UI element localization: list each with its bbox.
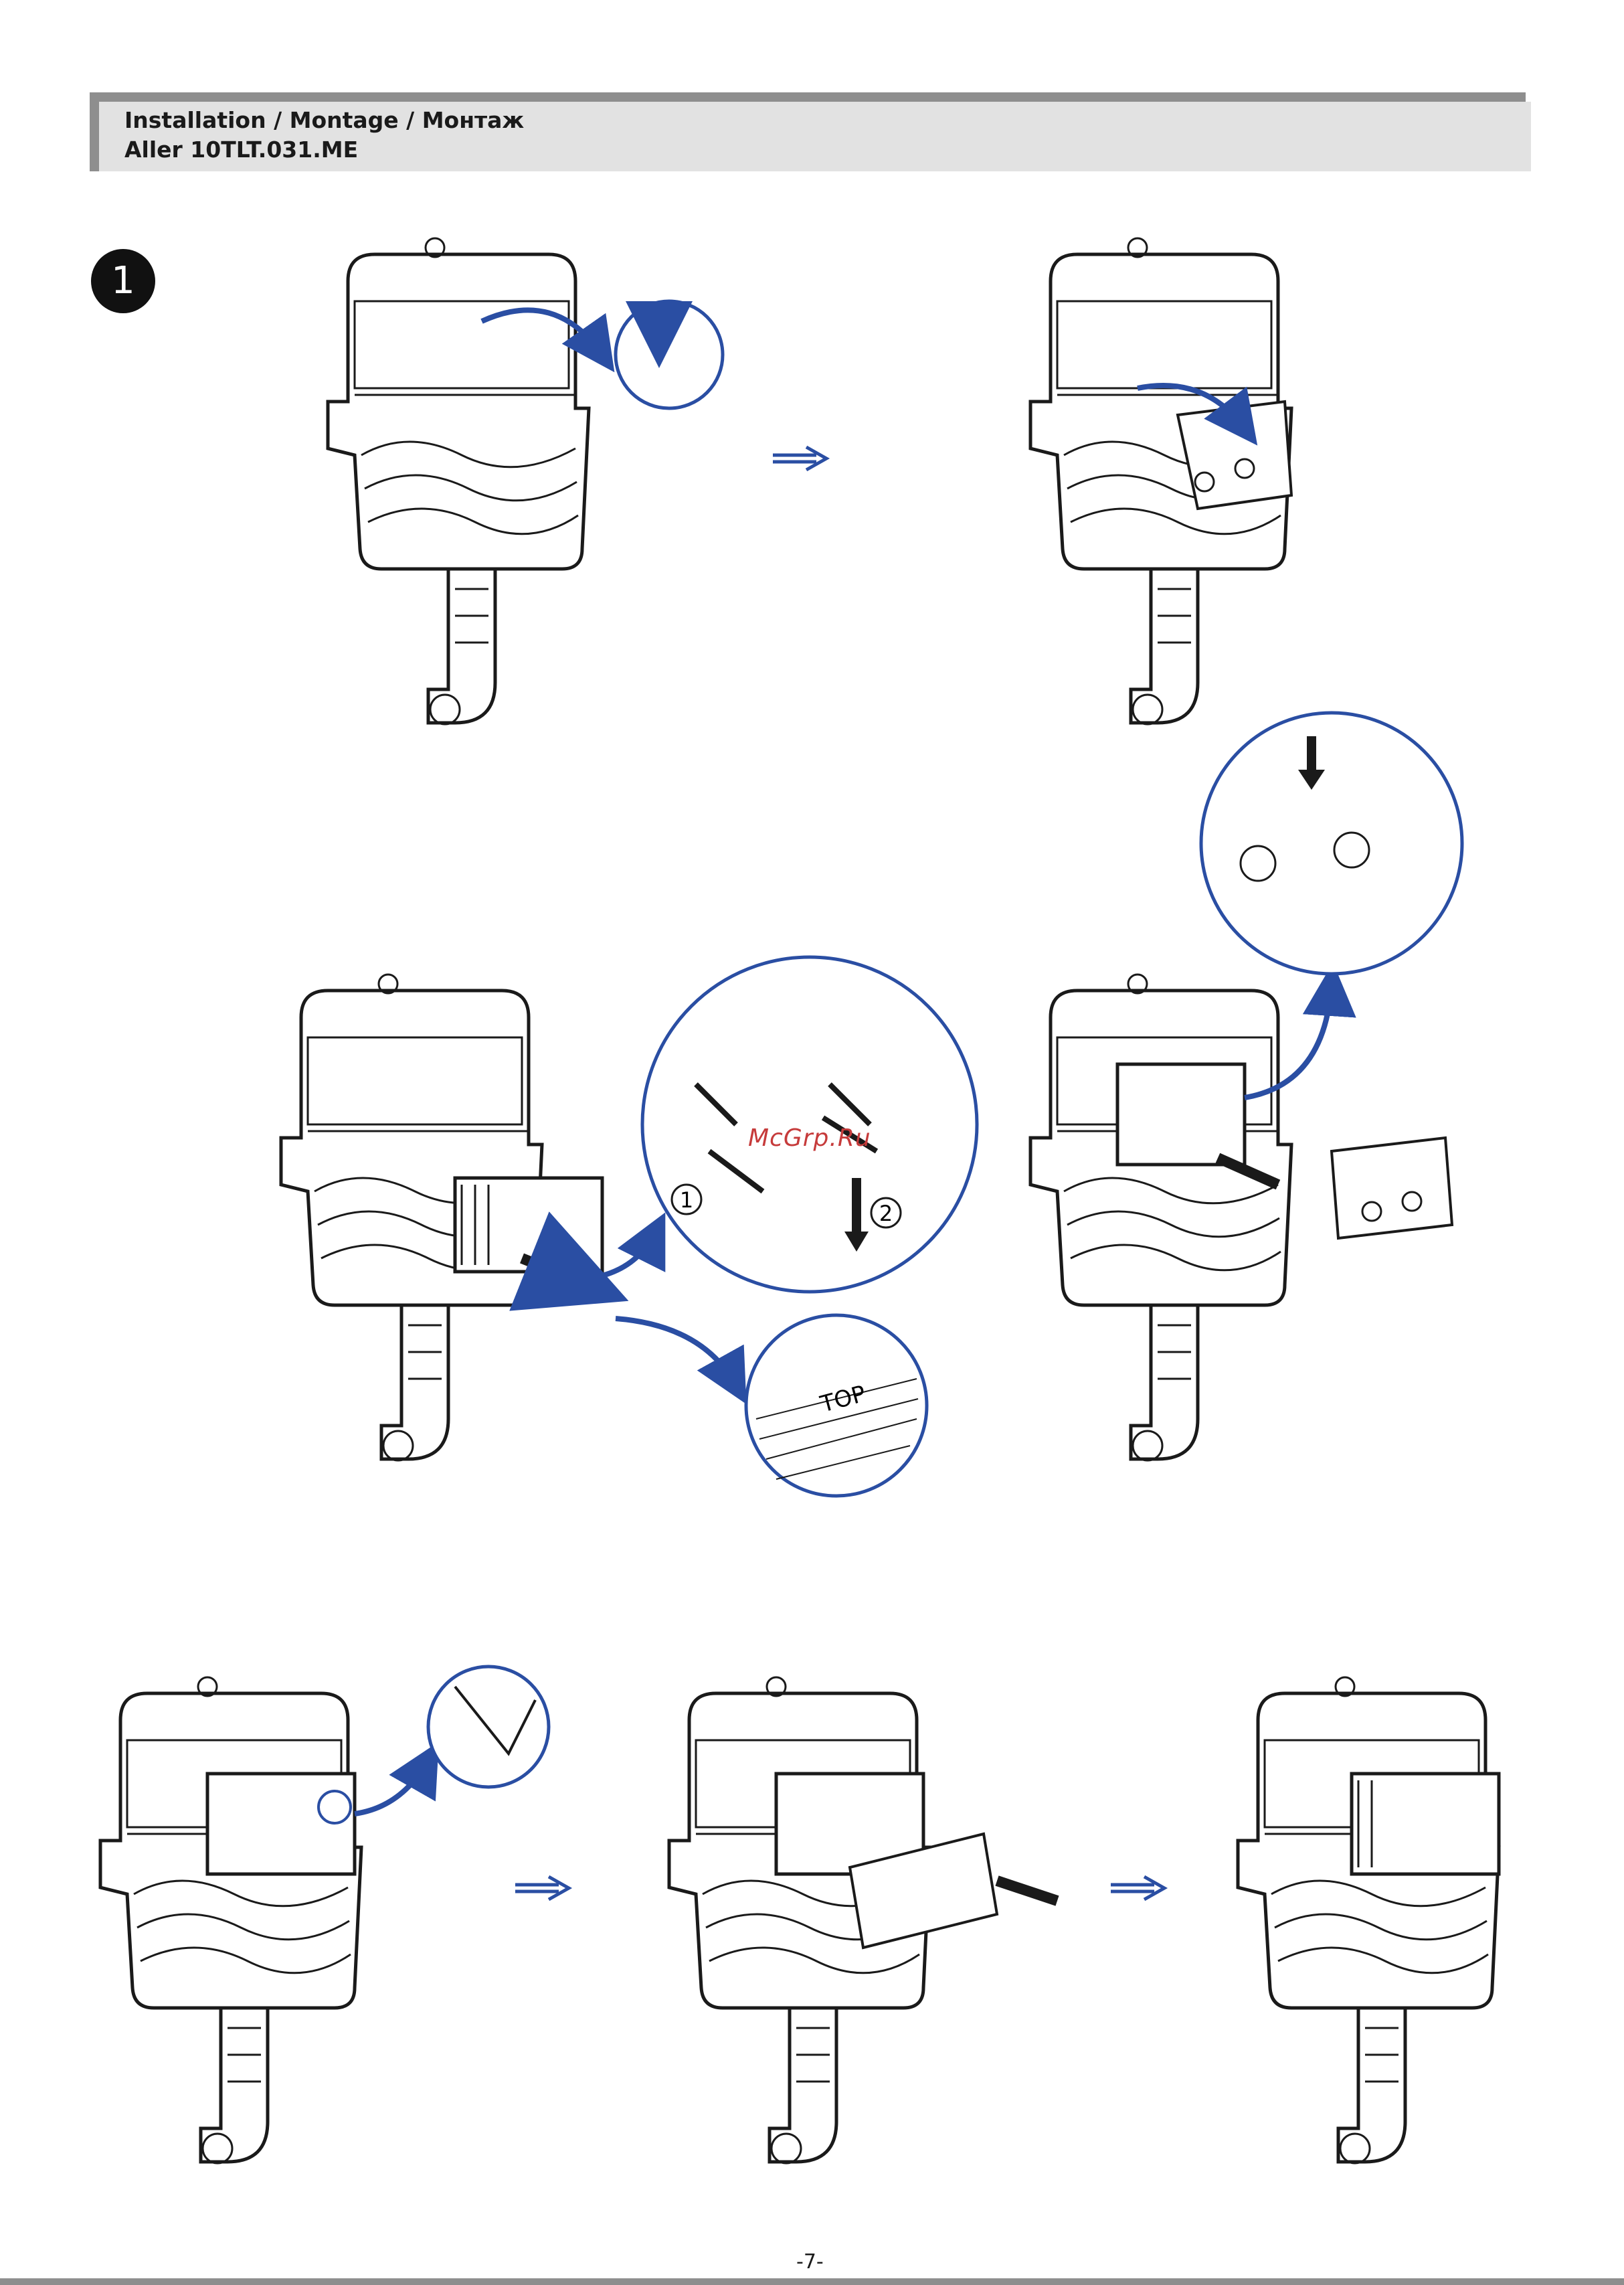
next-arrow-1	[773, 447, 826, 470]
footer-line	[0, 2278, 1624, 2285]
tank-illustration-1a	[328, 238, 723, 724]
page-number: -7-	[796, 2250, 824, 2274]
marker-2: 2	[879, 1201, 893, 1226]
tank-illustration-3a	[100, 1667, 549, 2163]
watermark: McGrp.Ru	[748, 1124, 871, 1152]
zoom-detail-top-label: TOP	[746, 1315, 927, 1496]
tank-illustration-1b	[1030, 238, 1291, 724]
next-arrow-2	[515, 1877, 569, 1899]
tank-illustration-2b	[1030, 713, 1462, 1460]
marker-1: 1	[680, 1187, 693, 1213]
tank-illustration-3c	[1238, 1677, 1499, 2163]
tank-illustration-3b	[669, 1677, 1057, 2163]
next-arrow-3	[1111, 1877, 1164, 1899]
zoom-detail-clip	[616, 301, 723, 408]
